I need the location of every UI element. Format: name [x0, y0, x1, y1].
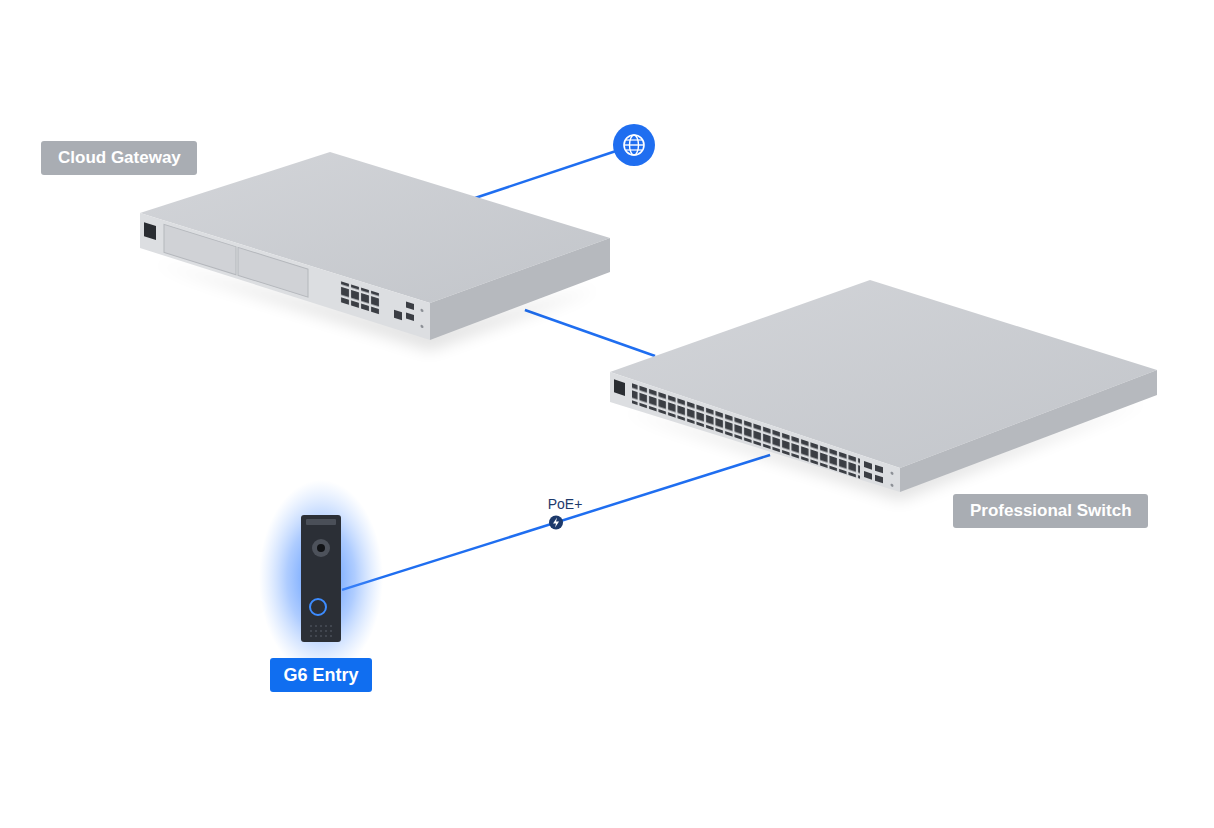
node-label: Cloud Gateway: [41, 141, 197, 175]
globe-outline: [624, 135, 644, 155]
screw: [891, 471, 894, 475]
sfp-port: [864, 461, 872, 470]
switch-ports: [632, 383, 860, 478]
doorbell-node: G6 Entry: [300, 515, 342, 642]
network-cable: [342, 455, 770, 590]
internet-globe: [613, 124, 655, 166]
screw: [891, 483, 894, 487]
sfp-port: [406, 301, 414, 309]
doorbell-device: [259, 480, 383, 676]
gateway-node: Cloud Gateway: [140, 150, 610, 310]
screw: [421, 324, 424, 328]
power-button: [614, 379, 625, 396]
gateway-front-details: [144, 218, 424, 333]
sfp-port: [875, 465, 883, 474]
gateway-side: [430, 238, 610, 340]
node-label: Professional Switch: [953, 494, 1148, 528]
sfp-port: [864, 471, 872, 480]
globe-parallel: [626, 149, 642, 150]
edge-label: PoE+: [545, 496, 586, 512]
poe-marker: [549, 515, 563, 529]
doorbell-body: [301, 515, 341, 642]
gateway-port: [394, 310, 402, 320]
doorbell-sensor: [306, 519, 336, 525]
doorbell-glow: [259, 480, 383, 676]
switch-side: [900, 370, 1157, 492]
speaker-grille: [310, 625, 332, 637]
gateway-front: [140, 213, 430, 340]
poe-dot: [549, 515, 563, 529]
gateway-device: [140, 152, 610, 350]
switch-device: [610, 280, 1157, 500]
node-label: G6 Entry: [270, 658, 371, 692]
doorbell-button: [310, 599, 326, 615]
poe-bolt: [553, 517, 559, 527]
globe-equator: [624, 144, 644, 145]
sfp-port: [875, 475, 883, 484]
drive-bay: [238, 247, 308, 297]
globe-disc: [613, 124, 655, 166]
switch-front-details: [614, 377, 894, 490]
sfp-port: [406, 312, 414, 320]
internet-wire: [475, 151, 616, 198]
camera-lens: [317, 544, 325, 552]
gateway-ports: [340, 281, 380, 314]
screw: [421, 308, 424, 312]
network-cable: [525, 310, 655, 356]
globe-parallel: [626, 139, 642, 140]
camera-housing: [312, 539, 330, 557]
drive-bay: [164, 224, 236, 274]
switch-top: [610, 280, 1157, 468]
switch-front: [610, 372, 900, 492]
power-button: [144, 222, 156, 240]
switch-node: Professional Switch: [612, 356, 1157, 455]
